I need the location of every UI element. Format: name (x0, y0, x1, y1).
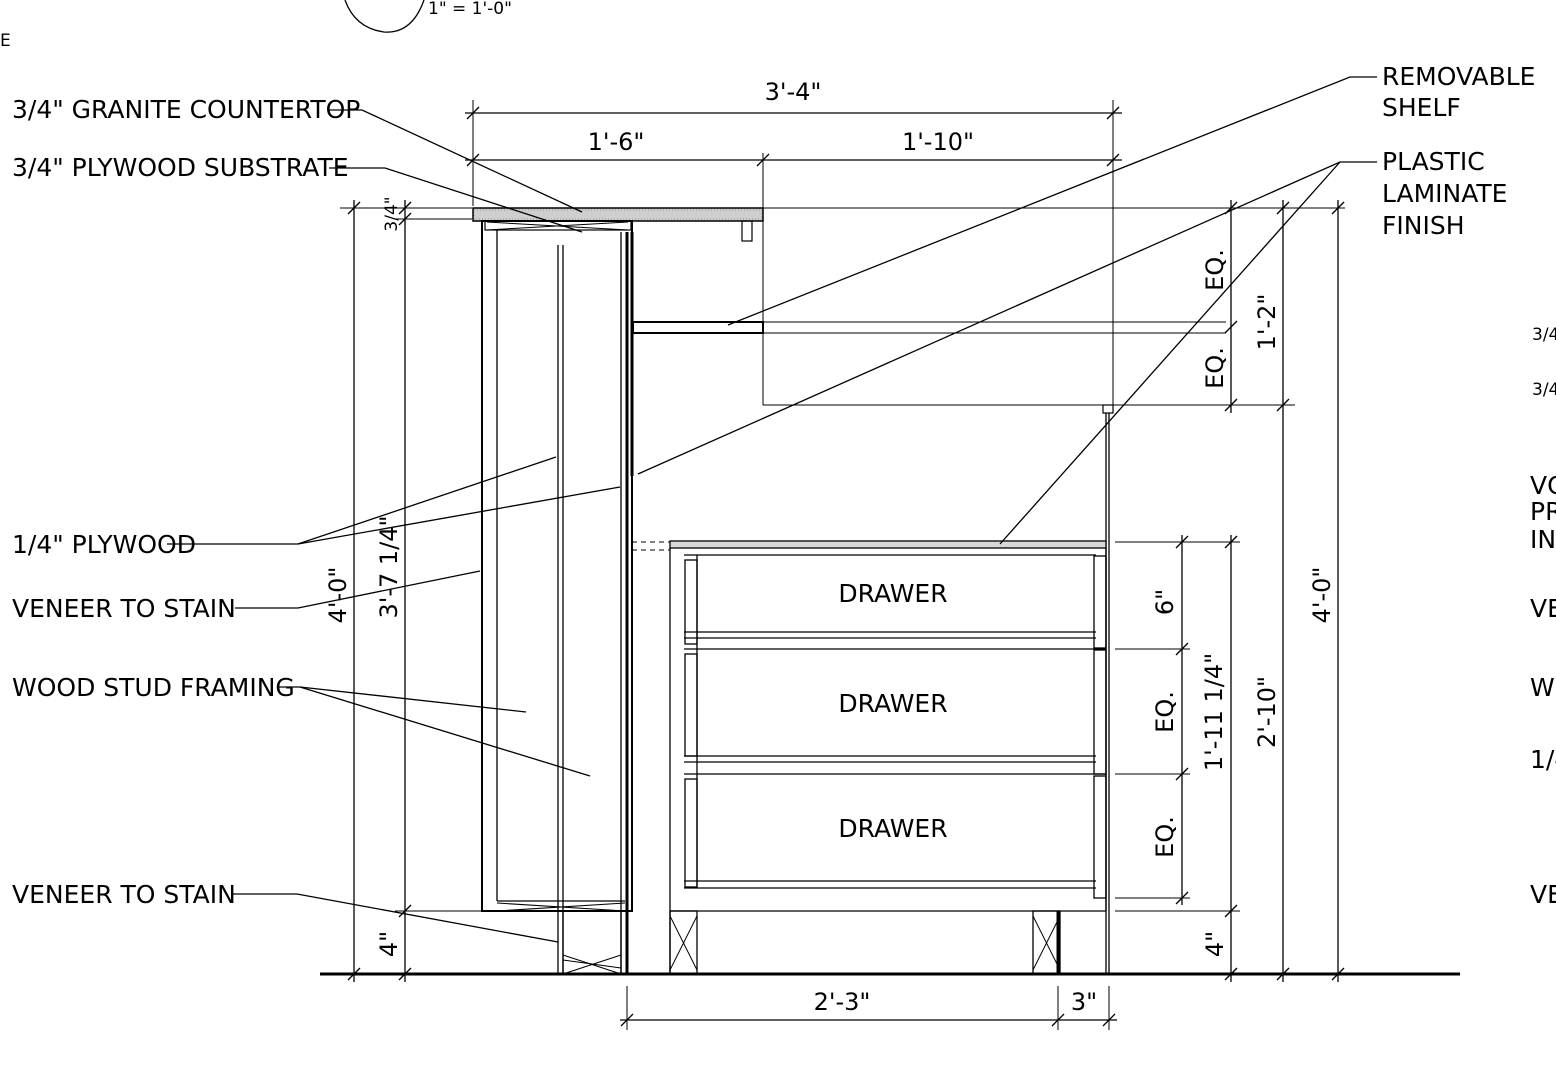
dim-drawer-top: 6" (1151, 589, 1179, 615)
label-plywood-substrate: 3/4" PLYWOOD SUBSTRATE (12, 153, 349, 182)
cropped-text-1: 3/4" (1532, 325, 1556, 345)
dim-top-thickness: 3/4" (382, 196, 402, 231)
cropped-text-8: 1/4" (1530, 745, 1556, 774)
dim-eq-drawer-2: EQ. (1151, 816, 1179, 858)
dim-upper-right: 1'-10" (902, 128, 974, 156)
label-quarter-plywood: 1/4" PLYWOOD (12, 530, 196, 559)
tall-wall-panel (481, 220, 634, 975)
upper-opening (762, 150, 1114, 974)
dim-upper-left: 1'-6" (588, 128, 645, 156)
label-plastic-laminate-line2: LAMINATE (1382, 179, 1507, 208)
scale-note: 1" = 1'-0" (428, 0, 512, 19)
drawer-cabinet (632, 540, 1107, 975)
dim-right-overall: 4'-0" (1308, 567, 1336, 624)
cropped-text-9: VE (1530, 880, 1556, 909)
cropped-text-2: 3/4" (1532, 380, 1556, 400)
dim-left-base: 4" (375, 931, 403, 957)
drawer-label-2: DRAWER (838, 689, 947, 718)
label-veneer-to-stain-2: VENEER TO STAIN (12, 880, 236, 909)
right-dimension-lines (763, 200, 1345, 982)
dim-right-base: 4" (1201, 931, 1229, 957)
left-dimension-lines (340, 200, 482, 982)
label-veneer-to-stain-1: VENEER TO STAIN (12, 594, 236, 623)
cropped-text-5: IN (1530, 525, 1556, 554)
label-plastic-laminate-line3: FINISH (1382, 211, 1465, 240)
label-granite-countertop: 3/4" GRANITE COUNTERTOP (12, 95, 360, 124)
label-removable-shelf-line1: REMOVABLE (1382, 62, 1535, 91)
dim-eq-drawer-1: EQ. (1151, 691, 1179, 733)
dim-left-inner: 3'-7 1/4" (375, 515, 403, 618)
leader-lines (167, 76, 1377, 943)
dim-bottom-width: 2'-3" (814, 988, 871, 1016)
dim-left-overall: 4'-0" (324, 567, 352, 624)
dim-eq-upper-2: EQ. (1201, 347, 1229, 389)
dim-eq-upper-1: EQ. (1201, 249, 1229, 291)
label-removable-shelf-line2: SHELF (1382, 93, 1461, 122)
cropped-text-7: WC (1530, 673, 1556, 702)
cropped-text-3: VC (1530, 471, 1556, 500)
bottom-dimension-lines (620, 986, 1117, 1030)
cropped-text-4: PR (1530, 497, 1556, 526)
dim-counter-height: 2'-10" (1253, 676, 1281, 748)
cropped-text-6: VE (1530, 594, 1556, 623)
top-dimension-lines (465, 100, 1122, 206)
countertop (472, 207, 764, 242)
label-wood-stud-framing: WOOD STUD FRAMING (12, 673, 295, 702)
dim-shelf-height: 1'-2" (1253, 294, 1281, 351)
detail-bubble: 1" = 1'-0" (344, 0, 512, 33)
dim-drawer-stack: 1'-11 1/4" (1200, 653, 1228, 771)
drawer-label-1: DRAWER (838, 579, 947, 608)
dim-bottom-small: 3" (1071, 988, 1097, 1016)
removable-shelf (632, 321, 1226, 334)
drawer-label-3: DRAWER (838, 814, 947, 843)
dim-overall-width: 3'-4" (765, 78, 822, 106)
label-plastic-laminate-line1: PLASTIC (1382, 147, 1485, 176)
corner-mark: E (0, 31, 11, 51)
